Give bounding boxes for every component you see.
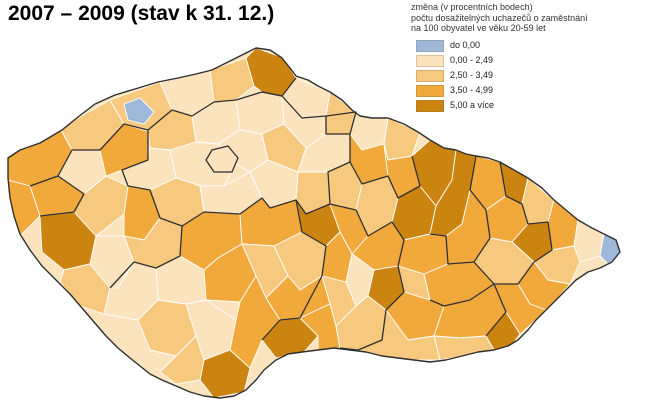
- legend-title-line: na 100 obyvatel ve věku 20-59 let: [411, 23, 546, 33]
- legend-swatch: [416, 99, 444, 112]
- region-border: [261, 77, 297, 97]
- region-border: [109, 225, 183, 289]
- legend-label: 3,50 - 4,99: [450, 85, 494, 96]
- legend-title-line: změna (v procentních bodech): [411, 2, 533, 12]
- legend-swatch: [416, 69, 444, 82]
- district: [433, 335, 495, 361]
- region-border: [29, 175, 85, 217]
- district: [209, 57, 255, 103]
- region-border: [429, 283, 495, 307]
- legend-item-class-3: 3,50 - 4,99: [416, 84, 656, 98]
- legend-swatch: [416, 84, 444, 97]
- country-outline: [7, 47, 621, 399]
- district: [599, 233, 620, 265]
- legend-label: 5,00 a více: [450, 100, 495, 111]
- region-border: [429, 233, 535, 285]
- legend-item-negative: do 0,00: [416, 39, 656, 53]
- map-legend: změna (v procentních bodech) počtu dosaž…: [411, 2, 656, 114]
- region-border: [325, 111, 357, 135]
- legend-label: do 0,00: [450, 40, 481, 51]
- legend-label: 0,00 - 2,49: [450, 55, 494, 66]
- region-borders: [29, 77, 553, 351]
- region-border: [349, 155, 421, 199]
- legend-label: 2,50 - 3,49: [450, 70, 494, 81]
- legend-swatch: [416, 39, 444, 52]
- region-border: [485, 283, 507, 337]
- legend-item-class-2: 2,50 - 3,49: [416, 69, 656, 83]
- district: [123, 97, 155, 125]
- region-border: [339, 265, 405, 351]
- region-border: [205, 145, 239, 173]
- legend-item-class-1: 0,00 - 2,49: [416, 54, 656, 68]
- region-border: [499, 161, 553, 263]
- legend-title-line: počtu dosažitelných uchazečů o zaměstnán…: [411, 12, 588, 23]
- legend-items: do 0,00 0,00 - 2,49 2,50 - 3,49 3,50 - 4…: [416, 39, 656, 113]
- region-border: [261, 199, 327, 341]
- districts: [8, 48, 620, 398]
- region-border: [329, 203, 405, 267]
- map-title: 2007 – 2009 (stav k 31. 12.): [8, 2, 275, 25]
- legend-item-class-4: 5,00 a více: [416, 99, 656, 113]
- legend-swatch: [416, 54, 444, 67]
- region-border: [469, 155, 491, 263]
- region-border: [57, 123, 149, 177]
- district: [159, 335, 205, 385]
